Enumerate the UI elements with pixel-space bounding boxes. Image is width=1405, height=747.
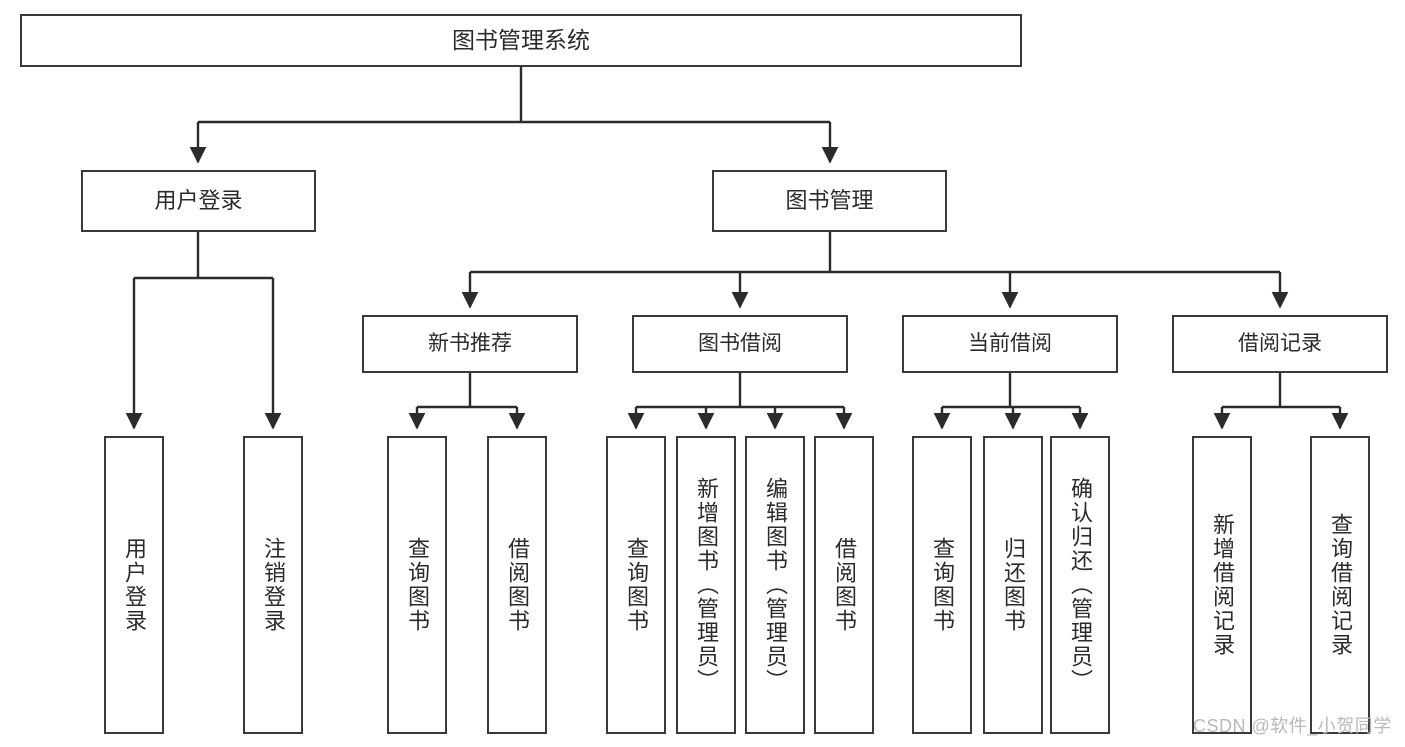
node-current-borrow[interactable]: 当前借阅 [902,315,1118,373]
node-leaf-edit-book-label: 编辑图书（管理员） [762,477,788,693]
node-leaf-borrow-book-1[interactable]: 借阅图书 [487,436,547,734]
node-leaf-query-book-3-label: 查询图书 [929,537,955,633]
node-new-book-recommend[interactable]: 新书推荐 [362,315,578,373]
node-leaf-borrow-book-2-label: 借阅图书 [831,537,857,633]
node-root[interactable]: 图书管理系统 [20,14,1022,67]
node-leaf-query-record-label: 查询借阅记录 [1327,513,1353,657]
node-leaf-user-login-label: 用户登录 [121,537,147,633]
node-book-manage[interactable]: 图书管理 [712,170,947,232]
csdn-watermark: CSDN @软件_小贺同学 [1193,716,1392,736]
node-leaf-query-book-1[interactable]: 查询图书 [387,436,447,734]
node-leaf-confirm-return-label: 确认归还（管理员） [1067,477,1093,693]
node-book-borrow-label: 图书借阅 [698,331,782,355]
node-leaf-user-logout[interactable]: 注销登录 [243,436,303,734]
node-leaf-edit-book[interactable]: 编辑图书（管理员） [745,436,805,734]
node-leaf-add-record[interactable]: 新增借阅记录 [1192,436,1252,734]
node-leaf-query-book-2-label: 查询图书 [623,537,649,633]
node-leaf-confirm-return[interactable]: 确认归还（管理员） [1050,436,1110,734]
node-new-book-recommend-label: 新书推荐 [428,331,512,355]
node-leaf-borrow-book-2[interactable]: 借阅图书 [814,436,874,734]
node-current-borrow-label: 当前借阅 [968,331,1052,355]
node-leaf-query-book-2[interactable]: 查询图书 [606,436,666,734]
node-leaf-user-login[interactable]: 用户登录 [104,436,164,734]
node-leaf-return-book-label: 归还图书 [1000,537,1026,633]
node-root-label: 图书管理系统 [452,26,590,53]
node-leaf-add-book[interactable]: 新增图书（管理员） [676,436,736,734]
node-leaf-query-book-3[interactable]: 查询图书 [912,436,972,734]
node-leaf-add-book-label: 新增图书（管理员） [693,477,719,693]
node-user-login-label: 用户登录 [154,188,243,214]
node-user-login[interactable]: 用户登录 [81,170,316,232]
node-borrow-record-label: 借阅记录 [1238,331,1322,355]
node-leaf-query-book-1-label: 查询图书 [404,537,430,633]
node-borrow-record[interactable]: 借阅记录 [1172,315,1388,373]
node-leaf-user-logout-label: 注销登录 [260,537,286,633]
node-leaf-add-record-label: 新增借阅记录 [1209,513,1235,657]
node-leaf-borrow-book-1-label: 借阅图书 [504,537,530,633]
node-book-borrow[interactable]: 图书借阅 [632,315,848,373]
node-leaf-query-record[interactable]: 查询借阅记录 [1310,436,1370,734]
node-leaf-return-book[interactable]: 归还图书 [983,436,1043,734]
node-book-manage-label: 图书管理 [785,188,874,214]
